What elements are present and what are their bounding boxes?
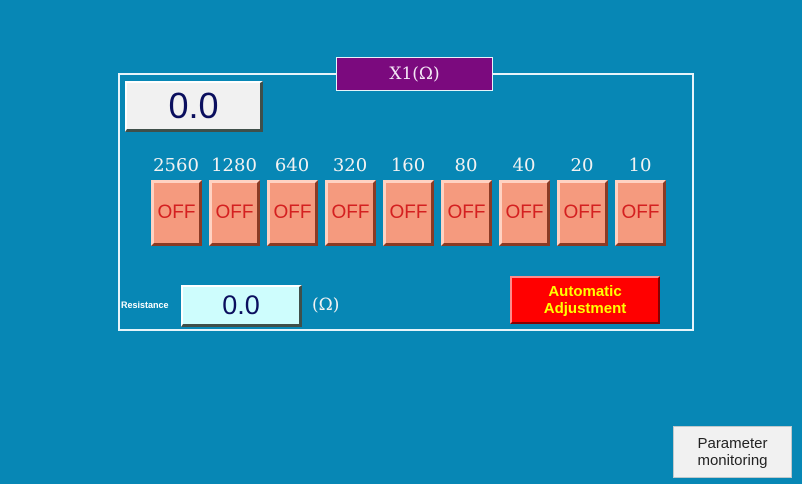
resistance-unit: (Ω) [312, 295, 340, 315]
bit-toggle-10[interactable]: OFF [615, 180, 666, 246]
weight-label-2560: 2560 [153, 155, 199, 176]
weight-label-20: 20 [570, 155, 594, 176]
weight-label-80: 80 [454, 155, 478, 176]
weight-label-160: 160 [390, 155, 426, 176]
weight-label-640: 640 [274, 155, 310, 176]
weight-label-1280: 1280 [211, 155, 257, 176]
bit-toggle-20[interactable]: OFF [557, 180, 608, 246]
bit-toggle-1280[interactable]: OFF [209, 180, 260, 246]
bit-toggle-640[interactable]: OFF [267, 180, 318, 246]
group-title: X1(Ω) [336, 57, 493, 91]
parameter-monitoring-button[interactable]: Parameter monitoring [673, 426, 792, 478]
bit-toggle-2560[interactable]: OFF [151, 180, 202, 246]
bit-toggle-40[interactable]: OFF [499, 180, 550, 246]
weight-label-40: 40 [512, 155, 536, 176]
weight-label-10: 10 [628, 155, 652, 176]
resistance-display: 0.0 [181, 285, 302, 327]
bit-toggle-160[interactable]: OFF [383, 180, 434, 246]
x1-value-display: 0.0 [125, 81, 263, 132]
weight-label-320: 320 [332, 155, 368, 176]
bit-toggle-320[interactable]: OFF [325, 180, 376, 246]
resistance-label: Resistance [121, 300, 169, 310]
bit-toggle-80[interactable]: OFF [441, 180, 492, 246]
automatic-adjustment-button[interactable]: Automatic Adjustment [510, 276, 660, 324]
